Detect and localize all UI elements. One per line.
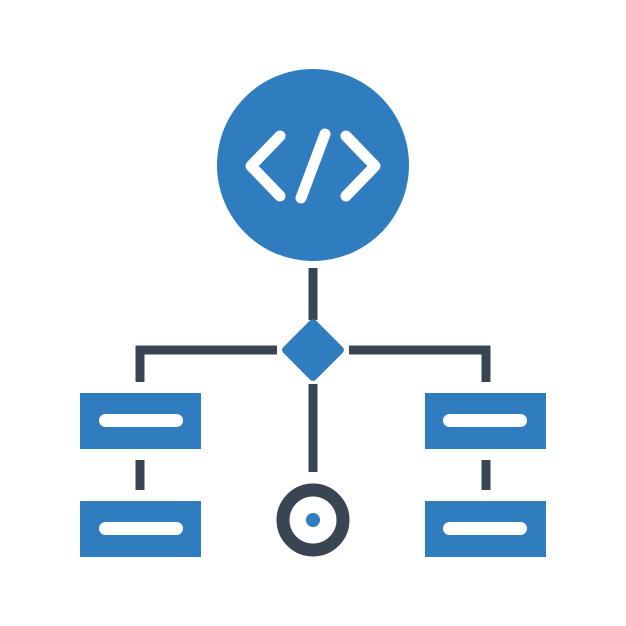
right-top-box-line — [443, 414, 527, 427]
end-node-ring — [276, 483, 350, 557]
left-chevron-icon — [245, 130, 286, 202]
right-bottom-box-line — [443, 522, 527, 535]
right-chevron-icon — [340, 130, 381, 202]
decision-diamond — [282, 319, 344, 381]
left-branch — [135, 345, 277, 382]
code-symbol-icon — [245, 128, 381, 204]
left-top-box-line — [99, 414, 183, 427]
connector-lines — [135, 268, 491, 490]
slash-icon — [295, 128, 331, 204]
left-bottom-box-line — [99, 522, 183, 535]
right-branch — [349, 345, 491, 382]
end-node-dot — [306, 513, 320, 527]
